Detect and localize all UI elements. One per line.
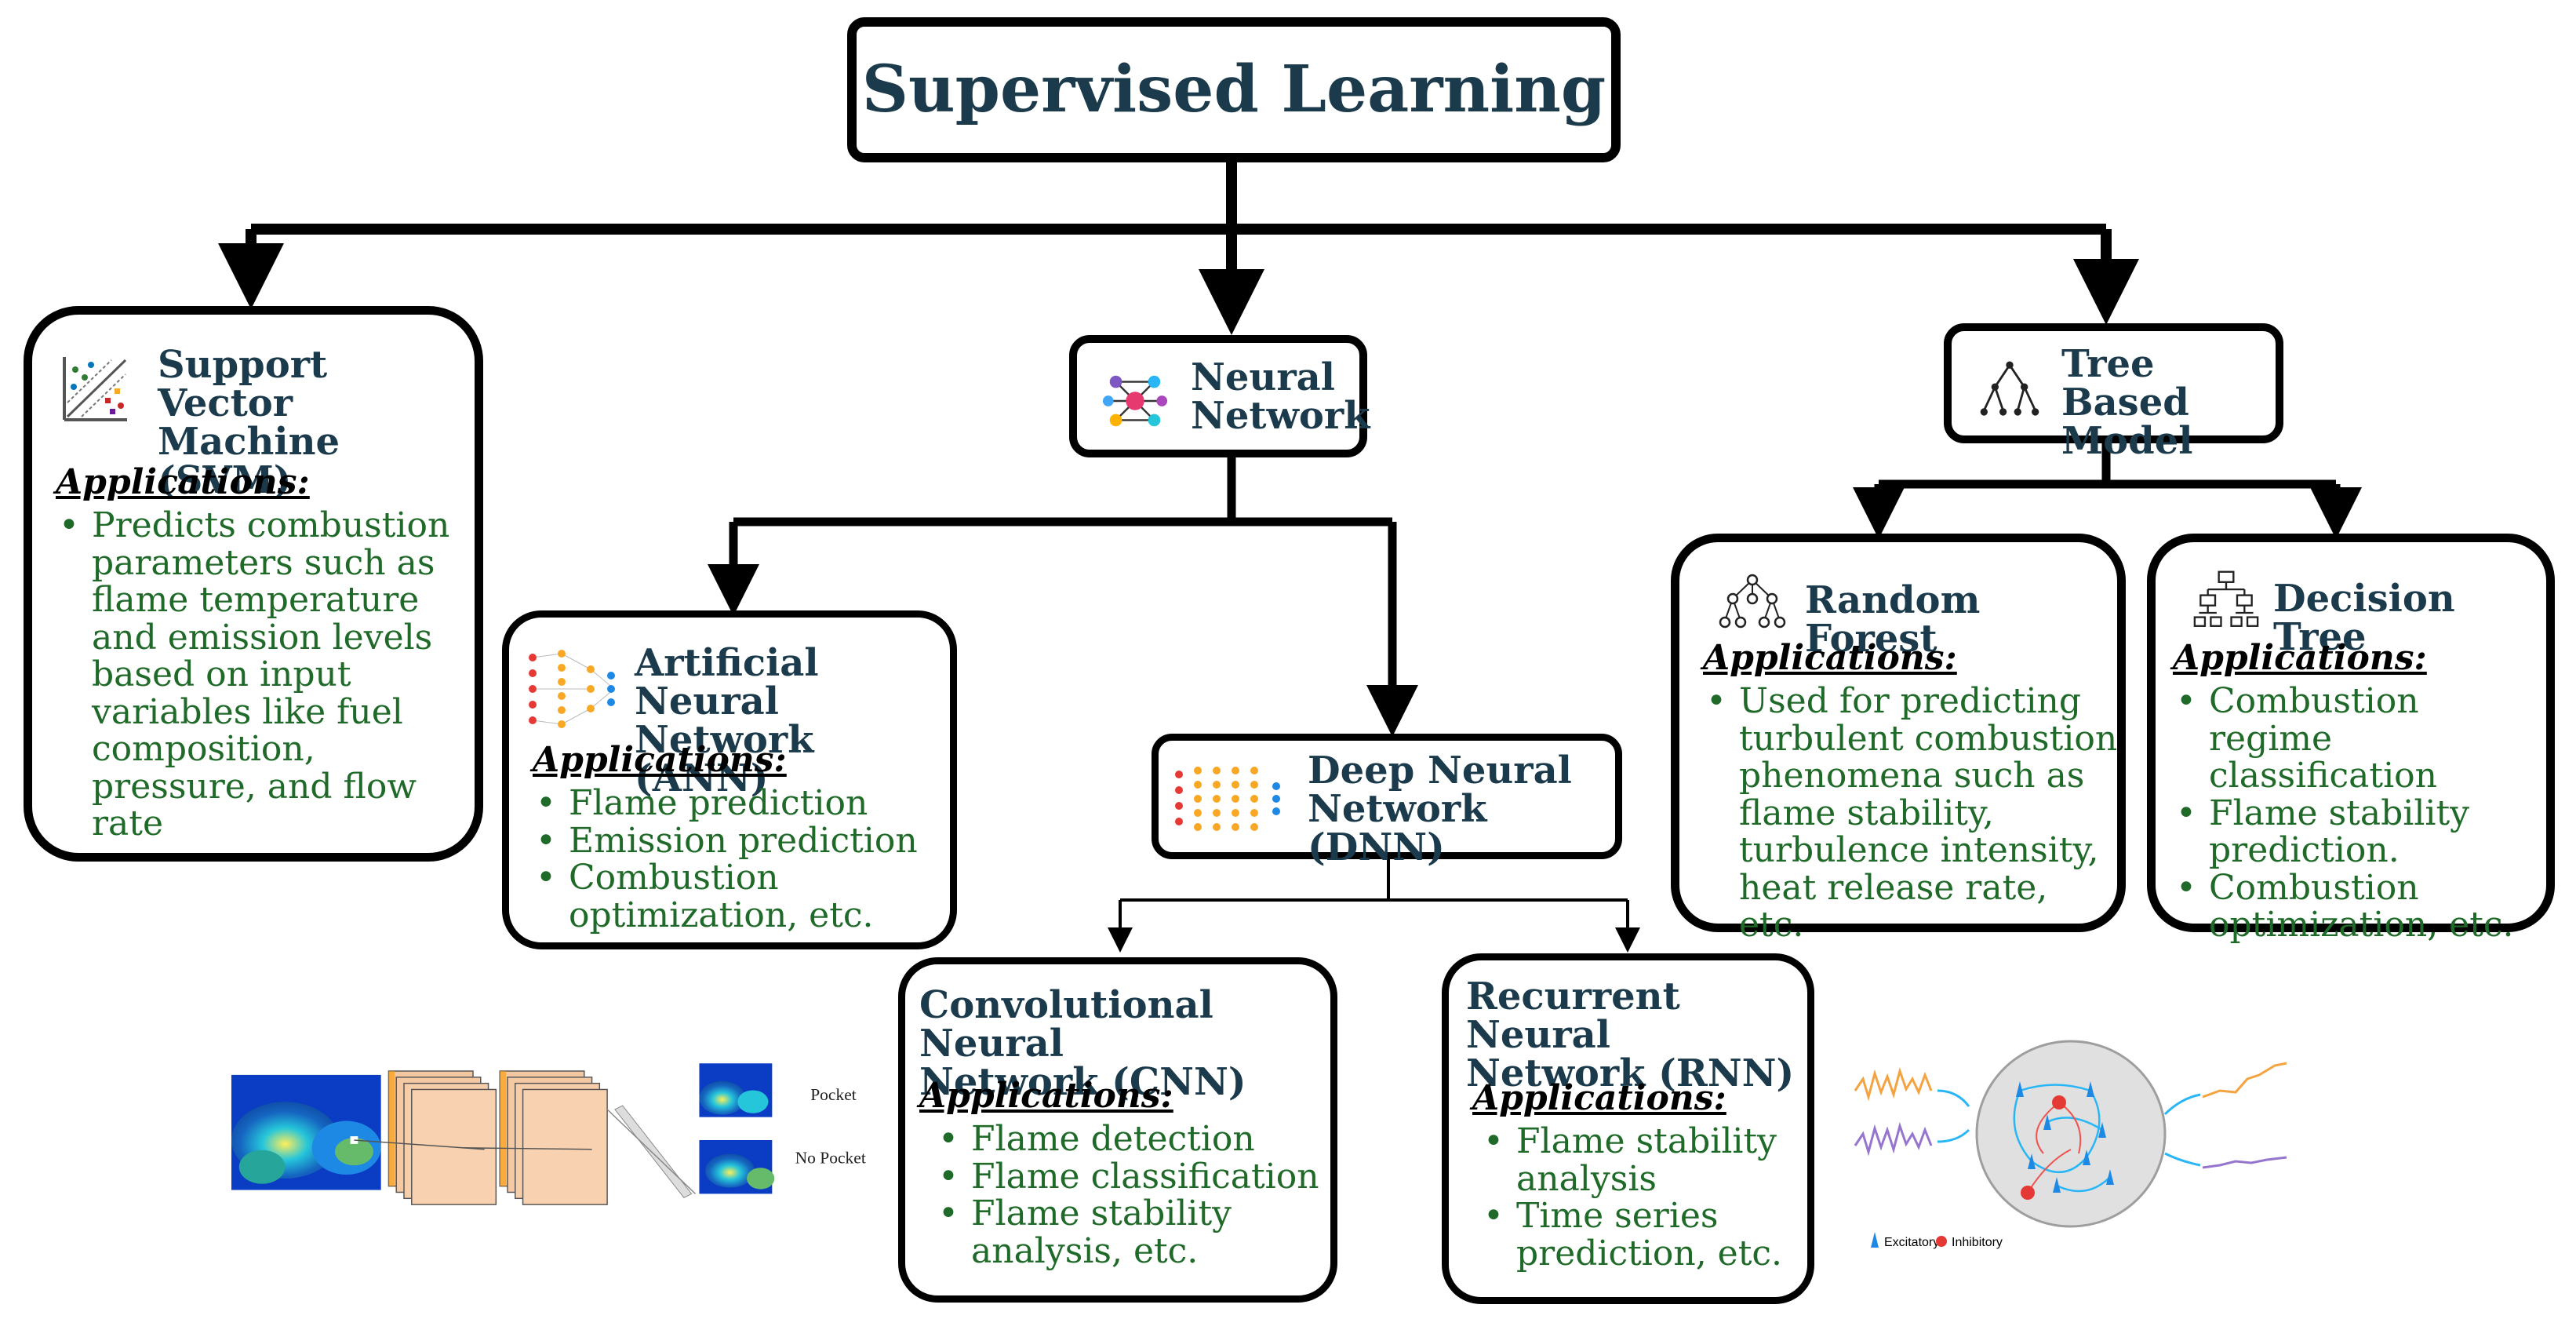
nn-title-line2: Network [1191, 393, 1370, 438]
rf-title: Random Forest [1805, 578, 1981, 661]
list-item: Flame detection [935, 1120, 1327, 1158]
rnn-title-line2: Network (RNN) [1466, 1051, 1795, 1095]
legend-inhibitory: Inhibitory [1952, 1236, 2003, 1249]
list-item: Flame classification [935, 1157, 1327, 1196]
ann-network-icon [529, 650, 615, 728]
rnn-box: Recurrent Neural Network (RNN) Applicati… [1442, 953, 1814, 1304]
list-item: Combustion regime classification [2173, 683, 2549, 795]
dnn-box: Deep Neural Network (DNN) [1152, 734, 1622, 866]
decision-tree-box: Decision Tree Applications: Combustion r… [2147, 534, 2555, 943]
list-item: Predicts combustion parameters such as f… [56, 507, 464, 843]
svm-box: Support Vector Machine (SVM) Application… [24, 306, 483, 862]
list-item: Combustion optimization, etc. [533, 859, 941, 934]
list-item: Flame stability prediction. [2173, 794, 2549, 869]
ann-box: Artificial Neural Network (ANN) Applicat… [502, 610, 957, 949]
list-item: Time series prediction, etc. [1480, 1197, 1810, 1272]
dt-applications-label: Applications: [2173, 638, 2427, 678]
dnn-title-line2: Network (DNN) [1308, 786, 1487, 869]
svm-applications-list: Predicts combustion parameters such as f… [56, 507, 464, 843]
ann-title-line1: Artificial Neural [635, 641, 819, 723]
decision-tree-icon [2193, 570, 2259, 627]
ann-applications-list: Flame prediction Emission prediction Com… [533, 785, 941, 934]
dt-applications-list: Combustion regime classification Flame s… [2173, 683, 2549, 944]
rnn-title-line1: Recurrent Neural [1466, 975, 1680, 1057]
cnn-title-line2: Network (CNN) [919, 1059, 1246, 1104]
cnn-title-line1: Convolutional Neural [919, 983, 1213, 1066]
svm-title-line2: Machine (SVM) [158, 419, 340, 502]
ann-applications-label: Applications: [533, 740, 787, 780]
random-forest-box: Random Forest Applications: Used for pre… [1671, 534, 2126, 943]
tree-title-line1: Tree Based [2061, 342, 2189, 425]
cnn-applications-list: Flame detection Flame classification Fla… [935, 1120, 1327, 1270]
supervised-learning-box: Supervised Learning [847, 17, 1621, 162]
list-item: Flame stability analysis, etc. [935, 1195, 1327, 1270]
input-signal-orange [1854, 1066, 1933, 1102]
scatter-plot-icon [63, 357, 127, 421]
list-item: Used for predicting turbulent combustion… [1703, 683, 2119, 944]
svm-title-line1: Support Vector [158, 343, 328, 425]
reservoir-circle [1975, 1040, 2167, 1228]
root-title: Supervised Learning [861, 51, 1606, 127]
rnn-illustration: Excitatory Inhibitory [1854, 1040, 2287, 1249]
cnn-illustration: Pocket No Pocket [231, 1063, 866, 1205]
tree-based-model-box: Tree Based Model [1944, 323, 2283, 460]
dt-title: Decision Tree [2273, 577, 2455, 659]
cnn-applications-label: Applications: [919, 1076, 1173, 1116]
neural-network-box: Neural Network [1069, 335, 1370, 457]
svm-applications-label: Applications: [56, 462, 310, 502]
nn-title-line1: Neural [1191, 355, 1335, 399]
list-item: Flame stability analysis [1480, 1123, 1810, 1197]
tree-title-line2: Model [2061, 418, 2193, 463]
cnn-box: Convolutional Neural Network (CNN) Appli… [898, 957, 1337, 1303]
output-signal-purple [2202, 1156, 2287, 1169]
dnn-network-icon [1175, 767, 1280, 831]
input-signal-purple [1854, 1121, 1933, 1157]
list-item: Flame prediction [533, 785, 941, 822]
rnn-applications-label: Applications: [1472, 1078, 1726, 1118]
random-forest-icon [1719, 574, 1786, 629]
dnn-title-line1: Deep Neural [1308, 749, 1572, 793]
output-signal-orange [2202, 1062, 2287, 1099]
tree-structure-icon [1980, 361, 2039, 416]
rf-applications-list: Used for predicting turbulent combustion… [1703, 683, 2119, 944]
no-pocket-label: No Pocket [795, 1148, 866, 1167]
rf-applications-label: Applications: [1703, 638, 1957, 678]
pocket-label: Pocket [810, 1085, 857, 1104]
list-item: Emission prediction [533, 822, 941, 860]
neural-network-icon [1102, 375, 1168, 427]
rnn-applications-list: Flame stability analysis Time series pre… [1480, 1123, 1810, 1272]
legend-excitatory: Excitatory [1884, 1236, 1939, 1249]
list-item: Combustion optimization, etc. [2173, 869, 2549, 944]
